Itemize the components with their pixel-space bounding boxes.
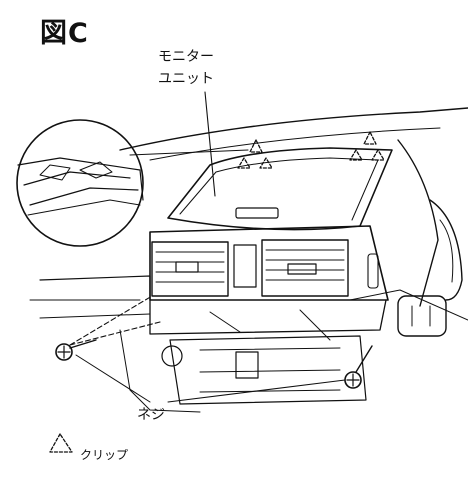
legend-clip-label: クリップ [80,447,129,462]
windshield-line [119,107,468,151]
right-dashboard [349,139,468,337]
monitor-unit [167,91,393,231]
screw-left [55,339,97,361]
clip-symbol-top-right [349,131,385,161]
monitor-unit-label-line1: モニター [158,49,214,65]
monitor-unit-label: モニター ユニット [158,46,214,90]
monitor-unit-label-line2: ユニット [158,71,214,87]
lower-housing [29,275,387,413]
screw-label-leader [75,354,346,403]
legend-clip: クリップ [48,448,128,461]
center-panel [149,225,389,301]
screw-label: ネジ [137,407,165,423]
detail-magnifier [16,119,249,247]
screw-right [344,345,373,389]
dashed-triangle-icon [49,433,73,453]
clip-symbol-top-left [237,139,273,169]
figure-title: 図C [40,18,89,49]
screw-leader-dashed [69,295,161,346]
